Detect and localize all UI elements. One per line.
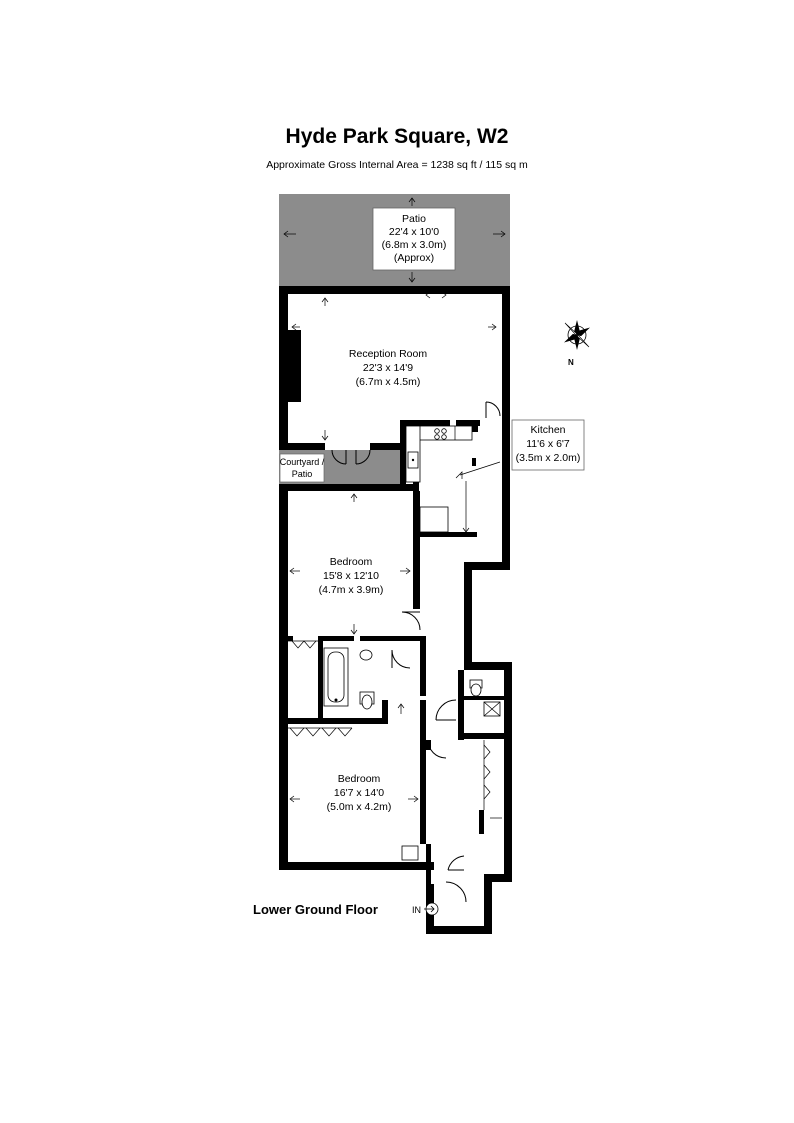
reception-dimension-arrows [291,297,497,441]
page-title: Hyde Park Square, W2 [286,125,509,148]
kitchen-dims-metric: (3.5m x 2.0m) [516,452,581,464]
patio-dims-imperial: 22'4 x 10'0 [389,226,439,238]
bedroom2-cabinet [401,845,419,861]
bedroom2-dims-imperial: 16'7 x 14'0 [334,787,384,799]
compass-icon [564,320,590,350]
kitchen-name: Kitchen [530,424,565,436]
reception-windows [320,289,470,299]
kitchen-label-box [511,419,585,471]
bedroom2-name: Bedroom [338,773,381,785]
reception-dims-imperial: 22'3 x 14'9 [363,362,413,374]
courtyard-label-box [279,453,325,483]
hallway-doors [427,699,467,903]
compass-north-label: N [568,358,574,367]
reception-dims-metric: (6.7m x 4.5m) [356,376,421,388]
bedroom1-wardrobe [288,640,318,649]
wc-shower-fixtures [469,679,501,717]
hall-wardrobes [483,740,502,819]
reception-door [485,401,501,418]
courtyard-label-line1: Courtyard / [280,457,325,467]
entrance-arrow-icon [424,902,439,916]
bedroom1-door [401,611,421,631]
courtyard-french-doors [331,449,371,465]
patio-dimension-arrows [283,197,506,283]
patio-note: (Approx) [394,252,434,264]
courtyard-label-line2: Patio [292,469,313,479]
bedroom1-dims-imperial: 15'8 x 12'10 [323,570,379,582]
patio-label-box [372,207,456,271]
bedroom1-name: Bedroom [330,556,373,568]
bedroom1-dimension-arrows [289,493,411,635]
bedroom2-dimension-arrows [289,703,419,803]
patio-dims-metric: (6.8m x 3.0m) [382,239,447,251]
bathroom-fixtures [323,647,375,710]
reception-name: Reception Room [349,348,427,360]
gross-area-subtitle: Approximate Gross Internal Area = 1238 s… [266,159,528,171]
kitchen-dims-imperial: 11'6 x 6'7 [526,438,570,450]
floor-label: Lower Ground Floor [253,902,378,917]
entrance-label: IN [412,905,421,915]
bedroom2-dims-metric: (5.0m x 4.2m) [327,801,392,813]
bedroom1-dims-metric: (4.7m x 3.9m) [319,584,384,596]
patio-name: Patio [402,213,426,225]
kitchen-dimension-arrows [455,461,501,533]
kitchen-fixtures [405,425,473,533]
bedroom2-wardrobe [288,727,353,737]
bathroom-door [391,649,411,669]
